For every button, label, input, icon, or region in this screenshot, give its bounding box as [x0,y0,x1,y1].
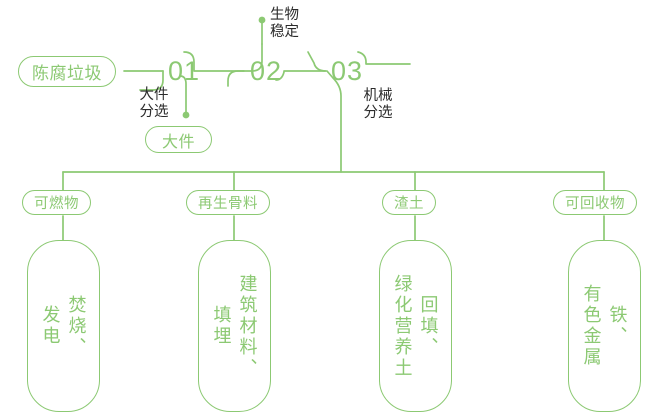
outcome-box-2-text: 建筑材料、 填埋 [211,273,258,379]
stage-label-jixie-fenxuan: 机械 分选 [352,87,404,123]
stage3-right-tail [357,51,411,65]
output-category-1-label: 可燃物 [34,196,79,212]
stage2-top-left-arc [242,43,263,72]
stage-number-03-text: 03 [330,55,364,86]
output-category-3[interactable]: 渣土 [382,190,436,215]
output-category-4[interactable]: 可回收物 [553,190,637,215]
stage-label-dajian-fenxuan: 大件 分选 [128,86,180,122]
outcome-box-1[interactable]: 焚烧、 发电 [27,240,100,412]
stage1-top-arc [183,51,244,72]
outcome-box-4[interactable]: 铁、 有色金属 [568,240,641,412]
stage2-label-dot [258,16,266,24]
source-node-chenfulaji[interactable]: 陈腐垃圾 [18,56,116,87]
stage1-output-dajian[interactable]: 大件 [145,126,213,153]
stage-number-02-text: 02 [249,55,283,86]
stage-number-02[interactable]: 02 [245,54,287,88]
stage1-bottom-arc [139,70,164,91]
stage1-branch-dot [182,111,190,119]
stage-label-02-text: 生物 稳定 [270,7,299,40]
stage-number-01-text: 01 [167,55,201,86]
outcome-box-1-text: 焚烧、 发电 [40,294,87,358]
output-category-4-label: 可回收物 [565,196,625,212]
stage1-drop-to-dot [179,75,187,115]
source-node-label: 陈腐垃圾 [32,64,102,83]
stage3-arc-upleft [307,51,327,72]
output-category-2-label: 再生骨料 [198,196,258,212]
stage2-to-stage3-link [275,70,326,81]
outcome-box-3[interactable]: 回填、 绿化营养土 [379,240,452,412]
outcome-box-4-text: 铁、 有色金属 [581,284,628,368]
stage2-bottom-left-tick [227,70,245,87]
stage1-output-label: 大件 [162,133,196,151]
stage3-trunk [326,70,342,173]
stage-label-shengwu-wending: 生物 稳定 [270,6,322,42]
stage-number-03[interactable]: 03 [326,54,368,88]
output-category-3-label: 渣土 [394,196,424,212]
outcome-box-3-text: 回填、 绿化营养土 [392,273,439,379]
stage-label-01-text: 大件 分选 [139,87,169,120]
output-category-1[interactable]: 可燃物 [22,190,91,215]
stage-number-01[interactable]: 01 [163,54,205,88]
output-category-2[interactable]: 再生骨料 [186,190,270,215]
stage-label-03-text: 机械 分选 [363,88,393,121]
outcome-box-2[interactable]: 建筑材料、 填埋 [198,240,271,412]
